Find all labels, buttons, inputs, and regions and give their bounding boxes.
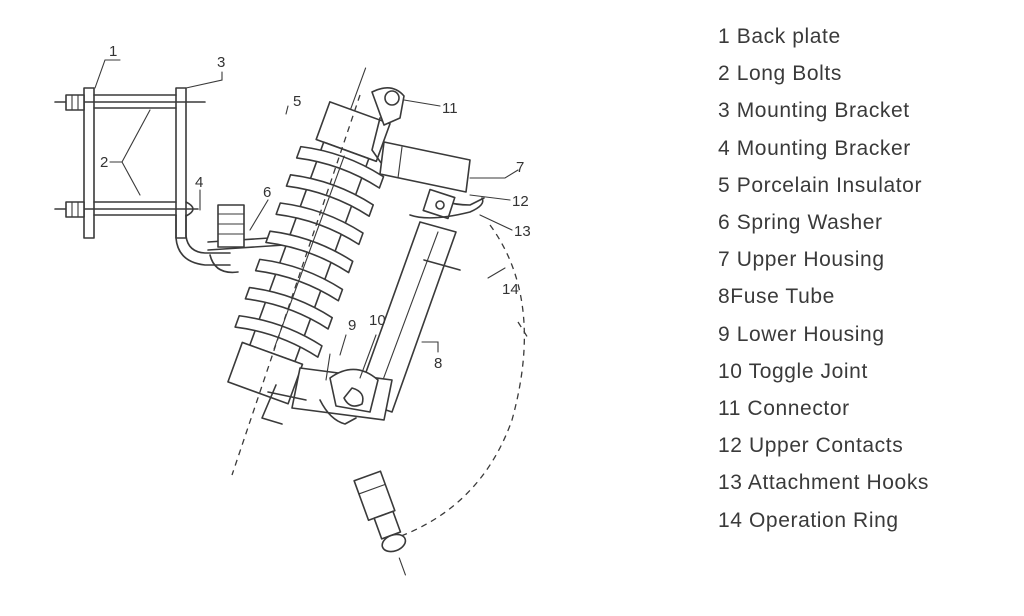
legend-item: 3 Mounting Bracket (718, 99, 910, 123)
legend-item: 13 Attachment Hooks (718, 471, 930, 495)
lower-housing (261, 353, 393, 425)
mounting-bracket (175, 204, 301, 274)
legend-item: 2 Long Bolts (718, 62, 842, 86)
operation-ring (353, 470, 407, 576)
callout-6: 6 (263, 184, 271, 201)
fuse-cutout-drawing: 1 2 3 4 5 6 7 8 9 10 11 12 13 14 (54, 43, 531, 576)
callout-5: 5 (293, 93, 301, 110)
legend-item: 1 Back plate (718, 25, 841, 48)
swing-arc (389, 224, 525, 541)
parts-legend: 1 Back plate 2 Long Bolts 3 Mounting Bra… (718, 18, 929, 539)
callout-4: 4 (195, 174, 203, 191)
callout-14: 14 (502, 281, 519, 298)
legend-item: 10 Toggle Joint (718, 359, 868, 383)
callout-7: 7 (516, 159, 524, 176)
legend-item: 8Fuse Tube (718, 285, 835, 309)
long-bolts (54, 94, 206, 218)
callout-2: 2 (100, 154, 108, 171)
legend-item: 7 Upper Housing (718, 248, 885, 272)
callout-8: 8 (434, 355, 442, 372)
callout-11: 11 (442, 100, 458, 117)
upper-contacts (409, 188, 484, 220)
callout-9: 9 (348, 317, 356, 334)
porcelain-insulator (227, 67, 391, 405)
legend-item: 14 Operation Ring (718, 508, 899, 532)
callout-10: 10 (369, 312, 386, 329)
leader-lines (94, 59, 519, 379)
back-plate (83, 87, 187, 239)
legend-item: 9 Lower Housing (718, 322, 885, 346)
callout-3: 3 (217, 54, 225, 71)
callout-13: 13 (514, 223, 531, 240)
upper-housing (371, 87, 485, 206)
callout-12: 12 (512, 193, 529, 210)
legend-item: 6 Spring Washer (718, 211, 883, 235)
legend-item: 5 Porcelain Insulator (718, 173, 923, 197)
legend-item: 12 Upper Contacts (718, 434, 904, 458)
legend-item: 11 Connector (718, 397, 850, 421)
callout-1: 1 (109, 43, 117, 60)
fuse-tube (355, 221, 461, 413)
legend-item: 4 Mounting Bracker (718, 136, 911, 160)
